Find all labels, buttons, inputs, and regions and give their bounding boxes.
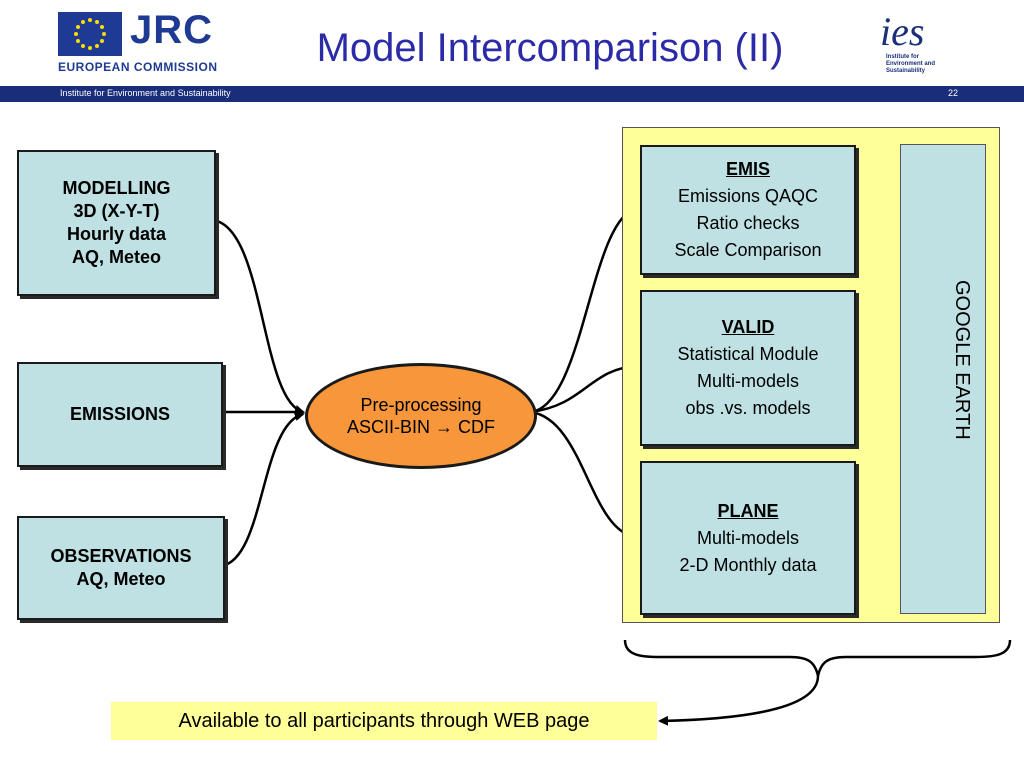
emis-line: Scale Comparison — [674, 240, 822, 260]
google-earth-label: GOOGLE EARTH — [951, 280, 973, 440]
valid-line: Multi-models — [696, 371, 800, 391]
header-bar — [0, 86, 1024, 102]
emis-title: EMIS — [725, 159, 770, 179]
ies-logo-text: ies — [880, 9, 925, 54]
modelling-line: 3D (X-Y-T) — [73, 201, 160, 221]
plane-title: PLANE — [717, 500, 779, 521]
plane-box: PLANE Multi-models 2-D Monthly data — [640, 461, 856, 615]
modelling-line: MODELLING — [62, 178, 171, 198]
connector-observations — [220, 411, 305, 568]
emis-line: Emissions QAQC — [677, 186, 819, 206]
observations-box: OBSERVATIONS AQ, Meteo — [17, 516, 225, 620]
plane-line: 2-D Monthly data — [679, 554, 817, 575]
emis-line: Ratio checks — [696, 213, 800, 233]
jrc-logo: JRC EUROPEAN COMMISSION — [58, 8, 218, 76]
preprocessing-format: ASCII-BIN → CDF — [346, 417, 495, 437]
plane-line: Multi-models — [696, 527, 800, 548]
brace — [623, 639, 1012, 677]
web-availability-note: Available to all participants through WE… — [111, 702, 657, 740]
page-title: Model Intercomparison (II) — [316, 26, 784, 70]
emis-box: EMIS Emissions QAQC Ratio checks Scale C… — [640, 145, 856, 275]
connector-modelling — [211, 218, 305, 415]
valid-box: VALID Statistical Module Multi-models ob… — [640, 290, 856, 446]
jrc-logo-text: JRC — [130, 8, 214, 52]
preprocessing-node: Pre-processing ASCII-BIN → CDF — [305, 363, 537, 469]
valid-title: VALID — [721, 317, 775, 337]
valid-line: Statistical Module — [677, 344, 819, 364]
google-earth-box — [900, 144, 986, 614]
emissions-label: EMISSIONS — [69, 404, 171, 424]
modelling-line: AQ, Meteo — [71, 247, 161, 267]
connector-emis — [530, 204, 640, 414]
modelling-line: Hourly data — [66, 224, 167, 244]
emissions-box: EMISSIONS — [17, 362, 223, 467]
modelling-box: MODELLING 3D (X-Y-T) Hourly data AQ, Met… — [17, 150, 216, 296]
eu-flag-icon — [58, 12, 122, 56]
observations-line: AQ, Meteo — [76, 569, 166, 589]
valid-line: obs .vs. models — [685, 398, 811, 418]
connector-web — [658, 675, 820, 726]
ec-logo-text: EUROPEAN COMMISSION — [58, 60, 218, 74]
observations-line: OBSERVATIONS — [50, 546, 192, 566]
institute-name: Institute for Environment and Sustainabi… — [60, 88, 231, 98]
page-number: 22 — [948, 88, 959, 98]
ies-logo: ies Institute for Environment and Sustai… — [880, 8, 970, 80]
preprocessing-label: Pre-processing — [360, 395, 482, 415]
ies-logo-subtitle: Institute for Environment and Sustainabi… — [886, 54, 936, 74]
